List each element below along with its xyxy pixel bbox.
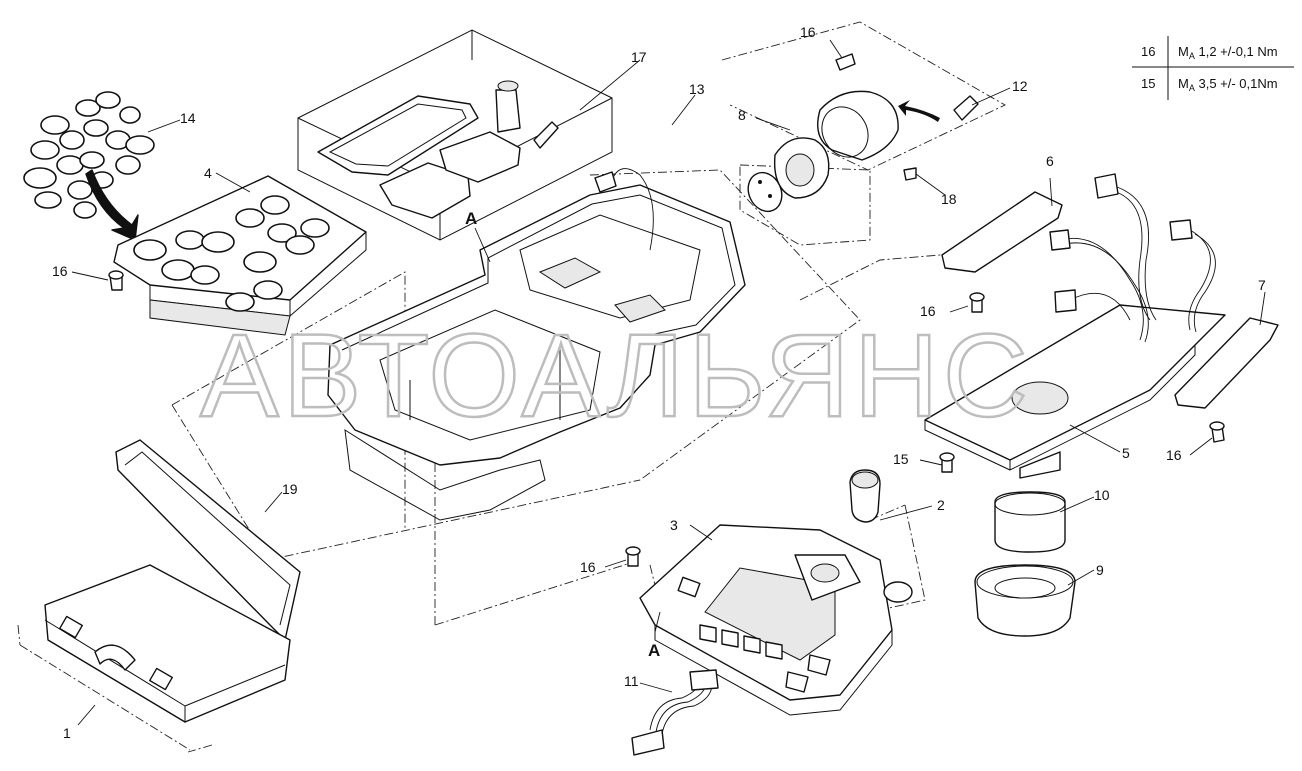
callout-7: 7 — [1258, 277, 1266, 293]
torque-row-1-spec: MA 1,2 +/-0,1 Nm — [1178, 44, 1278, 61]
bellows-ring — [994, 491, 1066, 553]
callout-18: 18 — [941, 191, 957, 207]
callout-15: 15 — [893, 451, 909, 467]
callout-4: 4 — [204, 165, 212, 181]
callout-16-bottom: 16 — [580, 559, 596, 575]
watermark-text: АВТОАЛЬЯНС — [200, 310, 1032, 442]
callout-12: 12 — [1012, 78, 1028, 94]
callout-6: 6 — [1046, 153, 1054, 169]
knob-cover — [747, 90, 899, 213]
top-panel-plate — [924, 304, 1226, 479]
callout-16-left: 16 — [52, 263, 68, 279]
section-mark-a-lower: A — [648, 641, 660, 660]
display-panel — [639, 524, 893, 716]
torque-table: 16 MA 1,2 +/-0,1 Nm 15 MA 3,5 +/- 0,1Nm — [1132, 36, 1294, 100]
knob-base-ring — [974, 564, 1076, 637]
screws — [108, 53, 1225, 567]
sealing-rings — [23, 91, 155, 241]
torque-row-2-item: 15 — [1141, 76, 1155, 91]
main-housing — [327, 168, 746, 521]
section-mark-a-upper: A — [465, 209, 477, 228]
callout-10: 10 — [1094, 487, 1110, 503]
callout-16-top: 16 — [800, 24, 816, 40]
bulb — [898, 95, 979, 122]
callout-16-right: 16 — [1166, 447, 1182, 463]
callout-19: 19 — [282, 481, 298, 497]
cover-strip-upper — [941, 191, 1063, 273]
callout-1: 1 — [63, 725, 71, 741]
torque-row-1-item: 16 — [1141, 44, 1155, 59]
ribbon-cable — [631, 669, 719, 756]
keypad-membrane — [113, 175, 367, 336]
callout-16-mid: 16 — [920, 303, 936, 319]
callout-labels: 1 2 3 4 5 6 7 8 9 10 11 12 13 14 15 16 1… — [52, 24, 1266, 741]
push-button — [849, 469, 913, 603]
callout-2: 2 — [937, 497, 945, 513]
callout-13: 13 — [689, 81, 705, 97]
gasket-kit-box — [297, 29, 613, 241]
wire-harness — [1049, 173, 1216, 343]
torque-row-2-spec: MA 3,5 +/- 0,1Nm — [1178, 76, 1278, 93]
callout-5: 5 — [1122, 445, 1130, 461]
cover-strip-lower — [1174, 317, 1279, 409]
carrying-case — [44, 439, 301, 723]
callout-9: 9 — [1096, 562, 1104, 578]
leader-lines — [71, 39, 1266, 726]
callout-14: 14 — [180, 110, 196, 126]
callout-17: 17 — [631, 49, 647, 65]
callout-8: 8 — [738, 107, 746, 123]
callout-3: 3 — [670, 517, 678, 533]
callout-11: 11 — [624, 673, 639, 689]
